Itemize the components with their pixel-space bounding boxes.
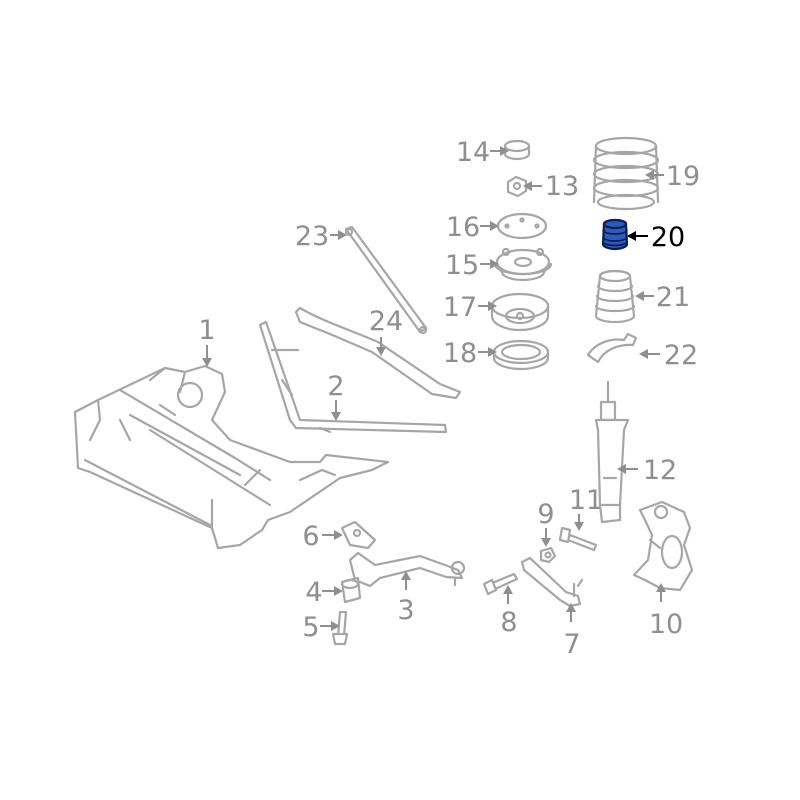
part-20-bump-stop[interactable]: [601, 218, 629, 251]
callout-label-23: 23: [295, 221, 329, 252]
callout-15: 15: [445, 250, 499, 281]
callout-label-10: 10: [649, 609, 683, 640]
callout-20: 20: [627, 222, 685, 253]
part-3-control-arm[interactable]: [348, 551, 466, 588]
callout-18: 18: [443, 338, 497, 369]
callout-14: 14: [456, 137, 509, 168]
part-23-brace-rod[interactable]: [344, 225, 428, 335]
callout-label-2: 2: [327, 371, 344, 402]
part-15-strut-mount[interactable]: [493, 247, 553, 282]
callout-label-21: 21: [656, 282, 690, 313]
callout-label-12: 12: [643, 455, 677, 486]
part-12-shock-strut[interactable]: [594, 380, 630, 524]
part-2-brace[interactable]: [258, 320, 448, 434]
part-7-tension-strut[interactable]: [520, 556, 584, 608]
callout-label-13: 13: [545, 171, 579, 202]
callout-21: 21: [635, 282, 690, 313]
part-18-spring-pad[interactable]: [492, 339, 550, 371]
callout-label-17: 17: [443, 292, 477, 323]
part-21-dust-boot[interactable]: [594, 269, 636, 324]
callout-label-7: 7: [563, 629, 580, 660]
part-5-bolt[interactable]: [331, 610, 349, 646]
callout-3: 3: [397, 571, 415, 626]
callout-label-18: 18: [443, 338, 477, 369]
callout-8: 8: [500, 585, 518, 638]
part-11-bolt[interactable]: [558, 526, 598, 552]
part-13-nut[interactable]: [506, 175, 528, 198]
callout-12: 12: [617, 455, 677, 486]
callout-13: 13: [523, 171, 579, 202]
callout-11: 11: [569, 485, 603, 531]
callout-label-20: 20: [651, 222, 685, 253]
callout-17: 17: [443, 292, 497, 323]
callout-label-3: 3: [397, 595, 414, 626]
callout-label-4: 4: [305, 577, 322, 608]
part-1-front-subframe[interactable]: [73, 364, 390, 550]
part-8-bolt[interactable]: [482, 572, 519, 596]
part-22-lower-spring-pad[interactable]: [586, 332, 638, 364]
callout-label-19: 19: [666, 161, 700, 192]
callout-label-15: 15: [445, 250, 479, 281]
part-10-steering-knuckle[interactable]: [632, 500, 694, 592]
callout-1: 1: [198, 315, 216, 367]
part-16-gasket[interactable]: [496, 212, 548, 240]
part-6-bracket[interactable]: [340, 520, 377, 550]
callout-label-5: 5: [302, 612, 319, 643]
part-19-coil-spring[interactable]: [592, 136, 660, 211]
callout-7: 7: [563, 603, 581, 660]
callout-label-22: 22: [664, 340, 698, 371]
part-14-cap[interactable]: [503, 139, 531, 161]
callout-9: 9: [537, 499, 555, 547]
part-24-shear-plate[interactable]: [294, 306, 462, 400]
callout-label-6: 6: [302, 521, 319, 552]
callout-24: 24: [369, 306, 403, 356]
callout-label-9: 9: [537, 499, 554, 530]
part-17-spring-seat[interactable]: [490, 292, 550, 332]
callout-10: 10: [649, 583, 683, 640]
callout-label-16: 16: [446, 212, 480, 243]
callout-label-8: 8: [500, 607, 517, 638]
callout-4: 4: [305, 577, 343, 608]
callout-16: 16: [446, 212, 499, 243]
callout-22: 22: [639, 340, 698, 371]
callout-23: 23: [295, 221, 347, 252]
callout-6: 6: [302, 521, 343, 552]
callout-5: 5: [302, 612, 340, 643]
callout-label-1: 1: [198, 315, 215, 346]
part-9-nut[interactable]: [539, 546, 557, 564]
callout-label-24: 24: [369, 306, 403, 337]
callout-label-14: 14: [456, 137, 490, 168]
callout-label-11: 11: [569, 485, 603, 516]
callout-19: 19: [645, 161, 700, 192]
callout-2: 2: [327, 371, 345, 421]
part-4-bushing[interactable]: [340, 576, 362, 604]
